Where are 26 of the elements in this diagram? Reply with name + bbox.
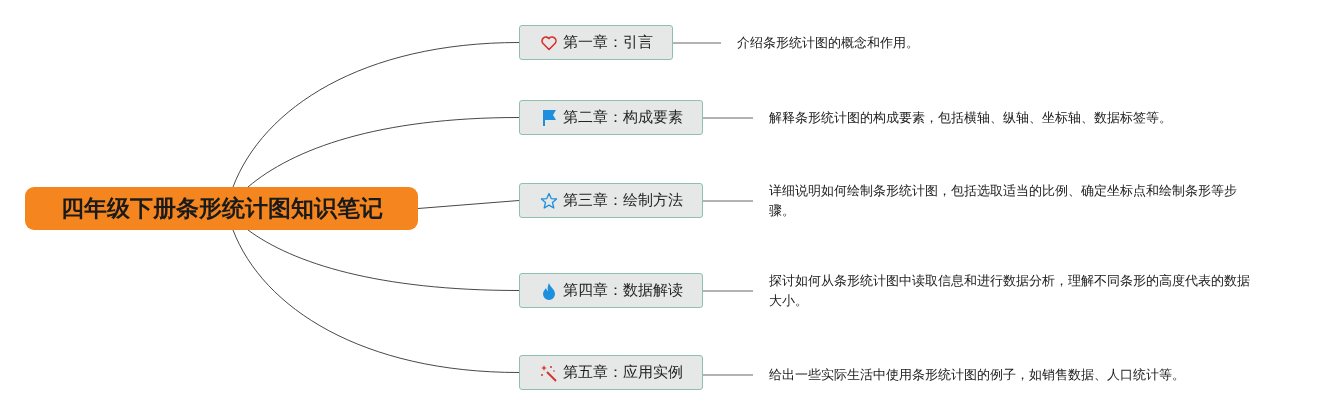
branch-line [417,200,520,209]
chapter-title: 第三章：绘制方法 [562,191,683,210]
chapter-box [519,355,703,390]
branch-line [247,117,520,188]
chapter-title: 第五章：应用实例 [562,363,683,382]
chapter-title: 第四章：数据解读 [562,281,683,300]
branch-line [232,42,520,188]
description-text: 介绍条形统计图的概念和作用。 [737,33,1037,53]
connector-line [702,374,754,376]
connector-line [672,42,722,44]
description-text: 给出一些实际生活中使用条形统计图的例子，如销售数据、人口统计等。 [769,365,1269,385]
connector-line [702,117,754,119]
connector-line [702,290,754,292]
chapter-box [519,183,703,218]
chapter-box [519,25,673,60]
branch-line [247,229,520,291]
description-text: 详细说明如何绘制条形统计图，包括选取适当的比例、确定坐标点和绘制条形等步骤。 [769,181,1261,221]
description-text: 探讨如何从条形统计图中读取信息和进行数据分析，理解不同条形的高度代表的数据大小。 [769,271,1261,311]
connector-line [702,200,754,202]
chapter-box [519,100,703,135]
chapter-box [519,273,703,308]
chapter-title: 第二章：构成要素 [562,108,683,127]
chapter-title: 第一章：引言 [562,33,653,52]
branch-line [232,229,520,373]
description-text: 解释条形统计图的构成要素，包括横轴、纵轴、坐标轴、数据标签等。 [769,108,1269,128]
title-box: 四年级下册条形统计图知识笔记 [25,187,418,230]
